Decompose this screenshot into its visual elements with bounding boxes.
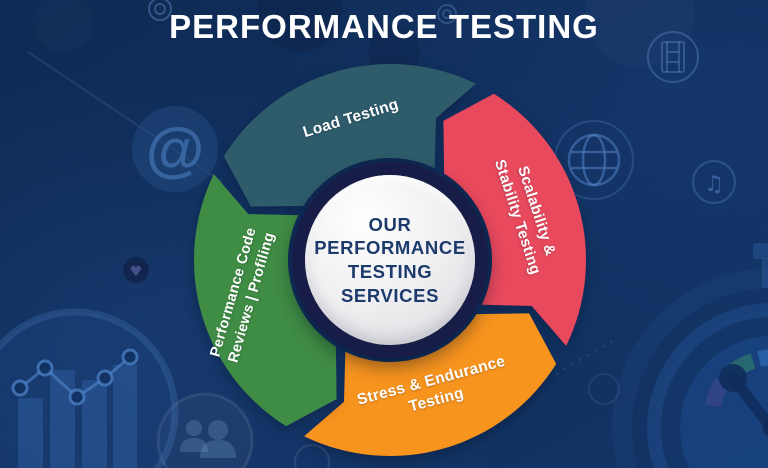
center-text-line: SERVICES [340,284,440,306]
target-icon [437,4,457,24]
bokeh-circle [294,444,330,468]
segment-stress-endurance-testing [304,313,557,457]
segment-load-testing [223,63,476,207]
segment-performance-code-reviews-profiling [193,174,337,427]
svg-text:♥: ♥ [130,264,143,280]
stopwatch-icon [612,243,768,468]
svg-text:@: @ [146,116,205,183]
film-strip-icon [647,31,699,83]
bokeh-circle [258,0,342,52]
center-hub-ring: OUR PERFORMANCE TESTING SERVICES [292,162,488,358]
target-icon [148,0,172,21]
analytics-chart-icon [0,308,179,468]
svg-text:♫: ♫ [704,172,724,197]
users-icon [156,392,254,468]
heart-icon: ♥ [123,257,149,283]
bokeh-circle [588,373,620,405]
center-text-line: PERFORMANCE [314,237,466,259]
segment-scalability-stability-testing [443,93,587,346]
music-note-icon: ♫ [692,160,736,204]
page-title: PERFORMANCE TESTING [169,8,599,45]
center-text-line: OUR [368,213,412,235]
center-text-line: TESTING [347,261,433,282]
center-hub: OUR PERFORMANCE TESTING SERVICES [305,175,475,345]
at-sign-icon: @ [132,106,218,192]
